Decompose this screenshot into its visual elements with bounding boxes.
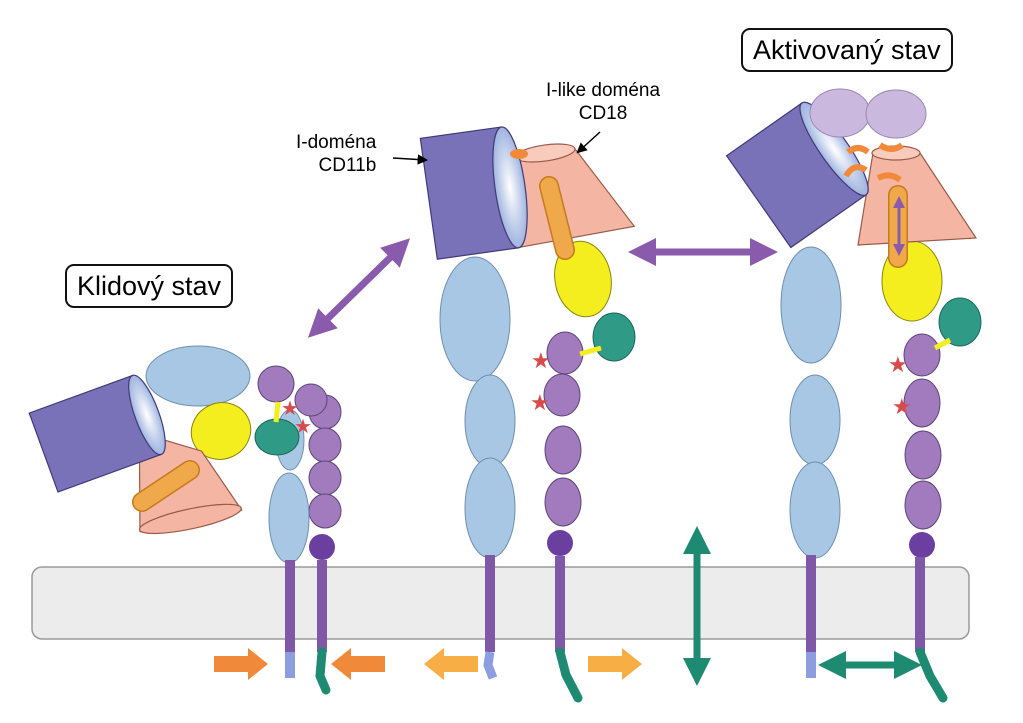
beta-domain bbox=[543, 373, 581, 417]
beta-transmembrane bbox=[555, 556, 565, 652]
psi-domain bbox=[254, 418, 300, 456]
alpha-transmembrane bbox=[285, 560, 295, 652]
hybrid-domain bbox=[554, 240, 612, 318]
beta-domain bbox=[544, 425, 582, 475]
alpha-calf-domain bbox=[268, 472, 310, 564]
alpha-cytoplasmic-tail bbox=[483, 651, 498, 680]
activation-arrow bbox=[876, 172, 902, 183]
ligand bbox=[809, 88, 871, 138]
psi-domain bbox=[592, 312, 636, 362]
alpha-calf-domain bbox=[464, 457, 516, 559]
i-like-domain-annotation: I-like doména CD18 bbox=[546, 80, 660, 126]
i-domain-subunit: CD11b bbox=[318, 154, 377, 176]
alpha-transmembrane bbox=[806, 555, 816, 652]
beta-domain bbox=[904, 480, 942, 530]
alpha-thigh-domain bbox=[780, 246, 842, 364]
beta-transmembrane bbox=[915, 557, 925, 652]
i-domain bbox=[419, 126, 528, 260]
tail-separation-arrow-left bbox=[424, 648, 478, 680]
i-like-domain-pointer bbox=[576, 131, 601, 154]
beta-domain bbox=[903, 333, 941, 377]
i-domain-annotation: I-doména CD11b bbox=[296, 132, 376, 178]
alpha-calf-domain bbox=[789, 461, 841, 559]
intermediate-integrin: ★ ★ bbox=[419, 126, 636, 703]
beta-domain bbox=[294, 383, 328, 417]
glycosylation-star: ★ bbox=[888, 352, 908, 377]
alpha-cytoplasmic-tail bbox=[285, 652, 295, 678]
i-like-domain-name: I-like doména bbox=[546, 80, 661, 101]
activated-state-label: Aktivovaný stav bbox=[741, 28, 953, 73]
beta-domain bbox=[544, 477, 582, 527]
i-domain bbox=[28, 374, 166, 493]
activation-arrow bbox=[846, 145, 870, 155]
tail-separation-arrow-right bbox=[588, 648, 642, 680]
beta-tail-knob bbox=[309, 534, 335, 560]
resting-integrin: ★ ★ bbox=[28, 345, 342, 695]
glycosylation-star: ★ bbox=[530, 390, 550, 415]
disulfide-bond bbox=[273, 401, 281, 423]
activation-arrow bbox=[878, 142, 904, 152]
beta-cytoplasmic-tail bbox=[315, 647, 331, 695]
beta-domain bbox=[308, 427, 342, 463]
midas-site bbox=[510, 149, 528, 159]
beta-cytoplasmic-tail bbox=[915, 647, 948, 703]
glycosylation-star: ★ bbox=[294, 416, 312, 438]
beta-domain bbox=[308, 460, 342, 496]
disulfide-bond bbox=[579, 345, 602, 357]
beta-domain bbox=[903, 378, 941, 428]
beta-domain bbox=[308, 493, 342, 529]
activation-arrow bbox=[843, 164, 868, 178]
glycosylation-star: ★ bbox=[892, 394, 912, 419]
disulfide-bond bbox=[933, 337, 952, 351]
resting-state-label: Klidový stav bbox=[65, 264, 234, 309]
cell-membrane bbox=[31, 566, 970, 640]
beta-cytoplasmic-tail bbox=[555, 647, 583, 703]
beta-domain bbox=[257, 365, 295, 403]
tail-clasp-arrow-right bbox=[331, 648, 385, 680]
glycosylation-star: ★ bbox=[281, 398, 299, 420]
alpha-calf-domain bbox=[464, 374, 516, 468]
alpha-thigh-domain bbox=[439, 256, 511, 382]
alpha-cytoplasmic-tail bbox=[806, 652, 816, 678]
activated-integrin: ★ ★ bbox=[725, 88, 982, 703]
beta-transmembrane bbox=[317, 560, 327, 652]
i-domain-name: I-doména bbox=[296, 132, 377, 153]
transition-arrow-resting-intermediate bbox=[307, 238, 411, 338]
i-domain-pointer bbox=[392, 154, 429, 165]
beta-propeller bbox=[145, 345, 251, 407]
i-like-domain-subunit: CD18 bbox=[578, 102, 628, 124]
i-like-domain-base bbox=[138, 503, 242, 535]
alpha-transmembrane bbox=[485, 555, 495, 652]
beta-domain bbox=[546, 331, 584, 375]
i-like-domain bbox=[857, 152, 978, 246]
hybrid-domain bbox=[190, 402, 252, 460]
beta-tail-knob bbox=[909, 532, 935, 558]
tail-clasp-arrow-left bbox=[214, 648, 268, 680]
ligand bbox=[865, 89, 927, 139]
alpha-calf-domain bbox=[789, 374, 841, 466]
psi-domain bbox=[938, 297, 982, 347]
beta-domain bbox=[904, 430, 942, 480]
beta-tail-knob bbox=[547, 530, 573, 556]
glycosylation-star: ★ bbox=[531, 348, 551, 373]
